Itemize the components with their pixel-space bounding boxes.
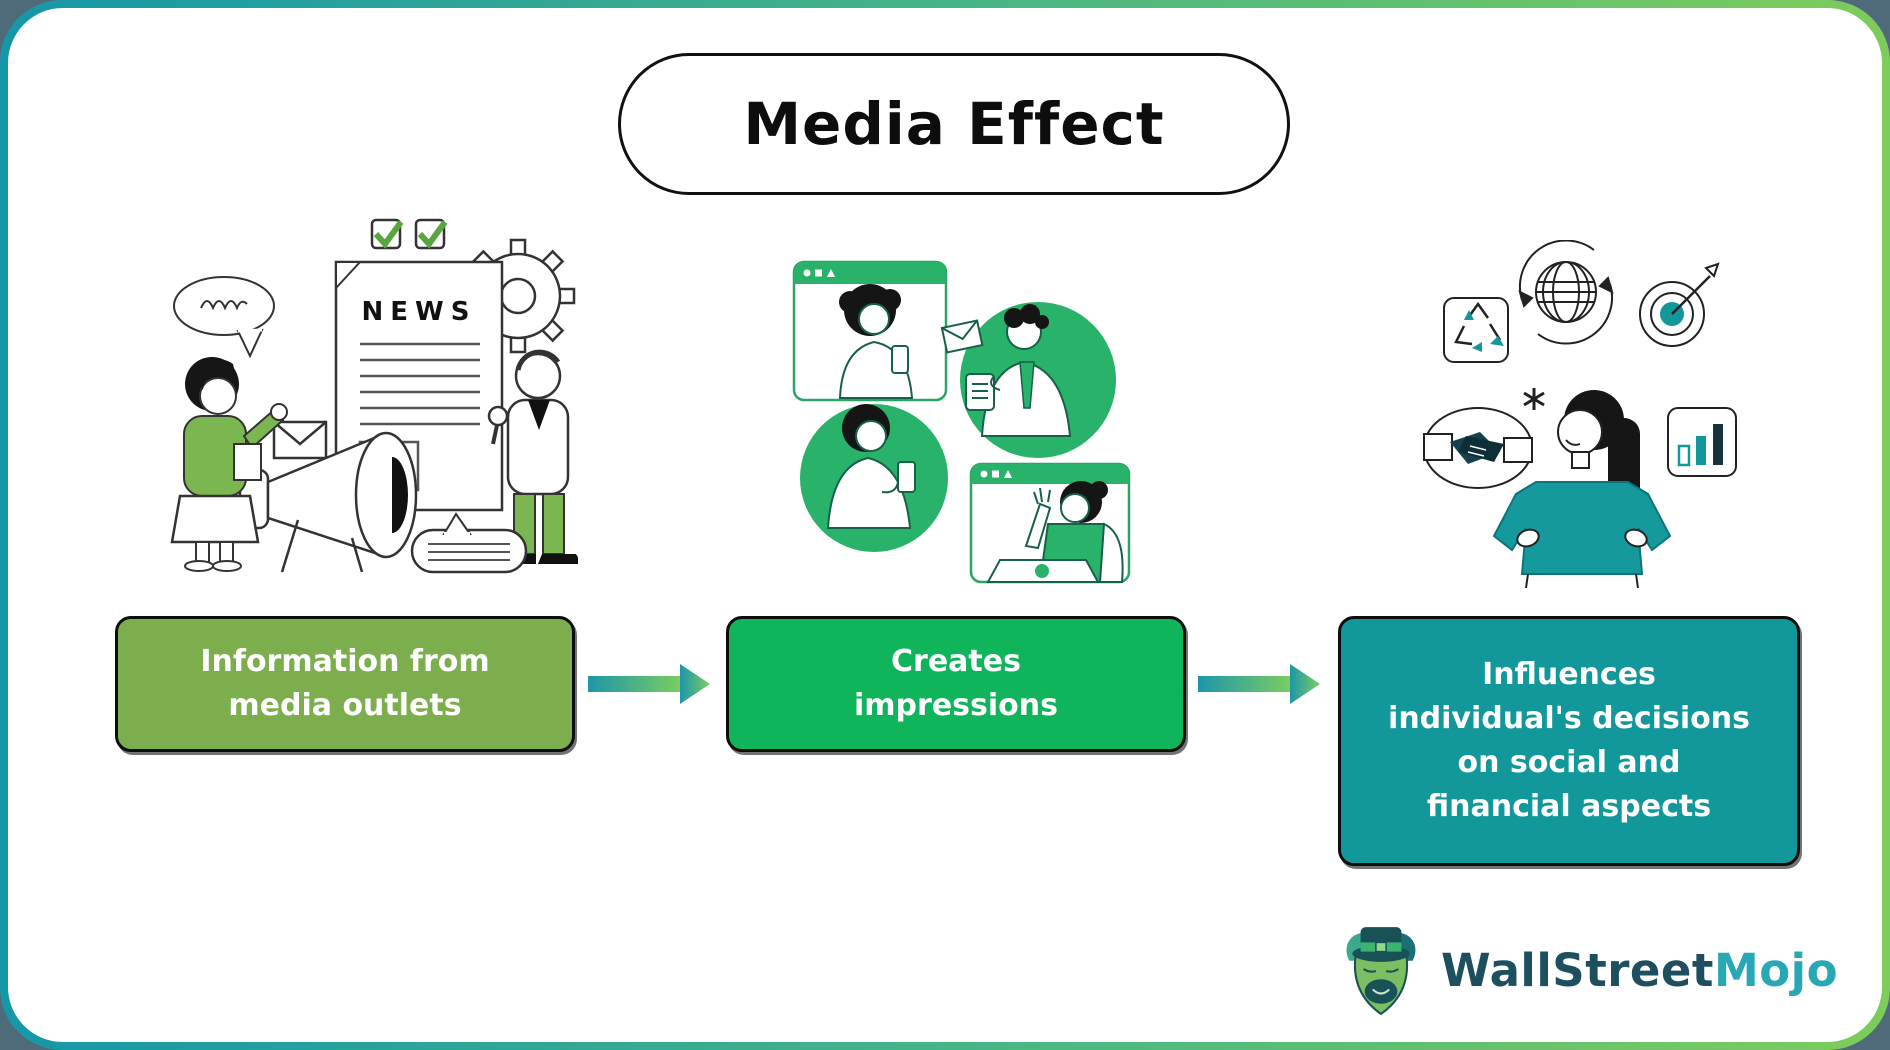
flow-box-influences-decisions: Influences individual's decisions on soc…	[1338, 616, 1800, 866]
flow-box-line: media outlets	[228, 688, 462, 723]
speech-bubble-icon	[173, 276, 275, 359]
flow-arrow-icon	[588, 664, 710, 704]
person-figure	[838, 284, 914, 399]
infographic-card: Media Effect	[8, 8, 1882, 1042]
recycle-icon	[1443, 297, 1509, 363]
envelope-icon	[940, 319, 984, 354]
globe-icon	[1518, 240, 1614, 345]
reporter-figure	[170, 357, 288, 572]
person-figure	[986, 481, 1124, 583]
flow-box-line: Creates	[891, 644, 1021, 679]
bar-chart-icon	[1667, 407, 1737, 477]
envelope-icon	[267, 412, 328, 460]
flow-box-line: financial aspects	[1426, 789, 1712, 824]
target-icon	[1639, 262, 1720, 347]
decision-illustration	[1423, 240, 1737, 588]
page-title: Media Effect	[743, 90, 1165, 158]
news-media-illustration: NEWS	[170, 218, 578, 574]
smartphone-icon	[897, 461, 916, 493]
title-pill: Media Effect	[618, 53, 1290, 195]
brand-wordmark: WallStreetMojo	[1441, 944, 1838, 997]
wallstreetmojo-logo: WallStreetMojo	[1335, 924, 1838, 1016]
announcer-figure	[487, 349, 578, 564]
microphone-icon	[487, 405, 509, 445]
speech-bubble-icon	[410, 512, 528, 574]
smartphone-icon	[965, 373, 995, 411]
svg-text:NEWS: NEWS	[362, 297, 477, 327]
woman-figure	[1492, 390, 1672, 588]
brand-part2: Mojo	[1713, 943, 1838, 997]
smartphone-icon	[891, 345, 909, 374]
checkmark-icon	[414, 218, 448, 250]
flow-box-line: Influences	[1482, 657, 1656, 692]
impressions-illustration	[792, 260, 1131, 584]
flow-box-line: individual's decisions	[1388, 701, 1750, 736]
megaphone-icon	[238, 431, 418, 573]
bull-mascot-icon	[1346, 927, 1416, 1016]
flow-box-line: impressions	[854, 688, 1058, 723]
handshake-icon	[1423, 407, 1533, 489]
flow-box-information-from-media-outlets: Information from media outlets	[115, 616, 575, 752]
flow-box-line: Information from	[200, 644, 490, 679]
flow-arrow-icon	[1198, 664, 1320, 704]
person-figure	[826, 404, 916, 529]
asterisk-icon	[1523, 388, 1545, 410]
flow-box-line: on social and	[1457, 745, 1681, 780]
brand-part1: WallStreet	[1441, 943, 1714, 997]
laptop-icon	[986, 559, 1100, 583]
flow-box-creates-impressions: Creates impressions	[726, 616, 1186, 752]
checkmark-icon	[370, 218, 404, 250]
person-figure	[965, 304, 1072, 437]
